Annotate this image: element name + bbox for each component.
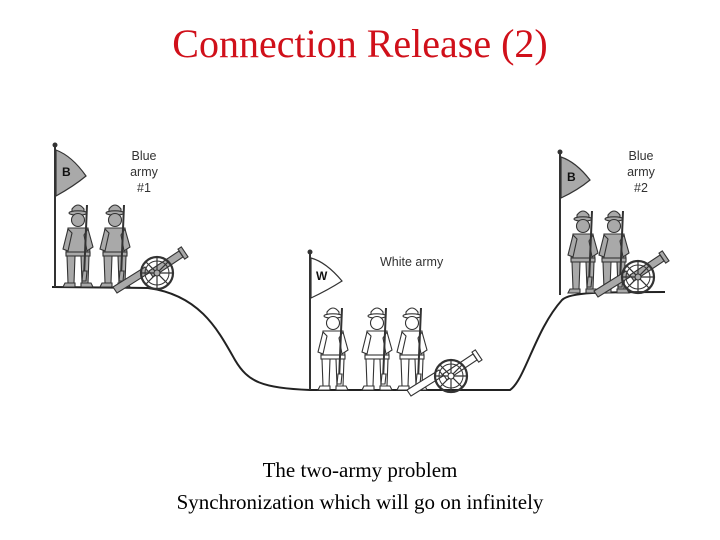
valley-terrain <box>51 286 666 391</box>
flag-blue-1 <box>55 149 87 198</box>
caption-line-1: The two-army problem <box>262 458 458 482</box>
army-label-line: #1 <box>137 181 151 195</box>
flag-pole <box>307 249 313 390</box>
soldier-icon <box>567 210 599 294</box>
flag-pole <box>557 149 563 295</box>
army-label-line: army <box>130 165 159 179</box>
army-label-line: Blue <box>628 149 653 163</box>
white-army: W White army <box>307 249 484 398</box>
army-label: White army <box>380 255 444 269</box>
blue-army-1: B Blue army #1 <box>52 142 190 295</box>
flag-white <box>310 257 343 299</box>
flag-pole <box>52 142 58 287</box>
flag-blue-2 <box>560 156 591 199</box>
soldier-icon <box>62 204 94 288</box>
flag-label: W <box>316 269 328 283</box>
two-army-diagram: B Blue army #1 W White army B Blue army … <box>51 142 671 398</box>
blue-army-2: B Blue army #2 <box>557 149 671 299</box>
soldier-icon <box>317 307 349 391</box>
soldier-icon <box>99 204 131 288</box>
army-label-line: Blue <box>131 149 156 163</box>
flag-label: B <box>567 170 576 184</box>
soldier-icon <box>361 307 393 391</box>
slide-title: Connection Release (2) <box>172 21 548 66</box>
army-label-line: army <box>627 165 656 179</box>
army-label-line: #2 <box>634 181 648 195</box>
caption-line-2: Synchronization which will go on infinit… <box>176 490 544 514</box>
flag-label: B <box>62 165 71 179</box>
soldier-icon <box>396 307 428 391</box>
